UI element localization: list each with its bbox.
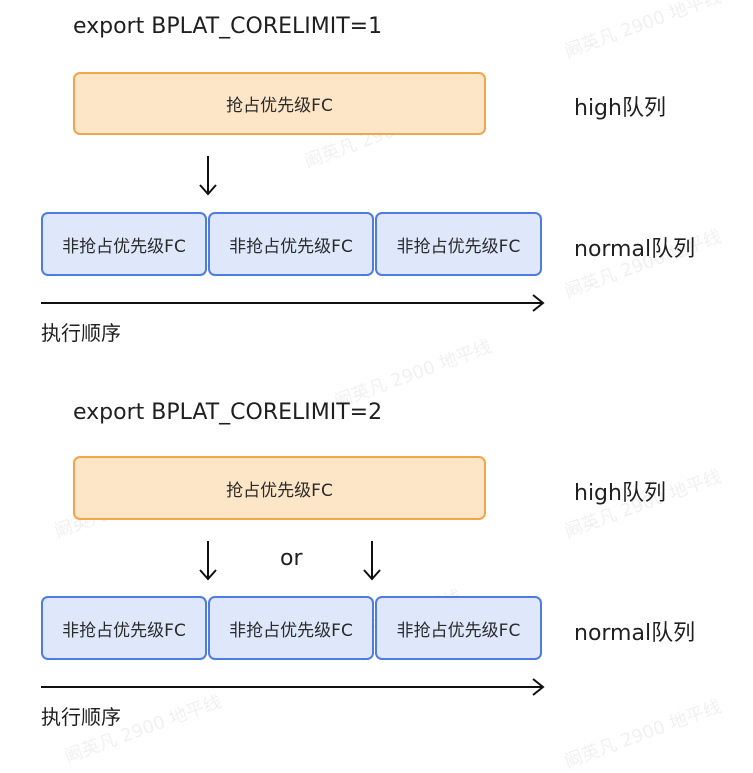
down-arrow-icon <box>363 541 381 581</box>
non-preemptive-box: 非抢占优先级FC <box>41 596 207 660</box>
non-preemptive-box: 非抢占优先级FC <box>375 212 542 276</box>
non-preemptive-box: 非抢占优先级FC <box>41 212 207 276</box>
section2-title: export BPLAT_CORELIMIT=2 <box>73 400 383 425</box>
watermark: 阚英凡 2900 地平线 <box>561 696 725 773</box>
execution-order-label: 执行顺序 <box>41 321 121 345</box>
non-preemptive-box: 非抢占优先级FC <box>208 596 374 660</box>
or-label: or <box>280 546 303 571</box>
normal-queue-label: normal队列 <box>574 621 696 646</box>
section1-title: export BPLAT_CORELIMIT=1 <box>73 14 383 39</box>
execution-order-arrow-icon <box>41 294 545 312</box>
watermark: 阚英凡 2900 地平线 <box>561 0 725 63</box>
non-preemptive-box: 非抢占优先级FC <box>375 596 542 660</box>
down-arrow-icon <box>199 156 217 196</box>
execution-order-arrow-icon <box>41 678 545 696</box>
non-preemptive-box: 非抢占优先级FC <box>208 212 374 276</box>
high-queue-label: high队列 <box>574 96 666 121</box>
normal-queue-label: normal队列 <box>574 237 696 262</box>
down-arrow-icon <box>199 541 217 581</box>
high-priority-box: 抢占优先级FC <box>73 456 486 520</box>
high-priority-box: 抢占优先级FC <box>73 72 486 135</box>
high-queue-label: high队列 <box>574 481 666 506</box>
execution-order-label: 执行顺序 <box>41 705 121 729</box>
